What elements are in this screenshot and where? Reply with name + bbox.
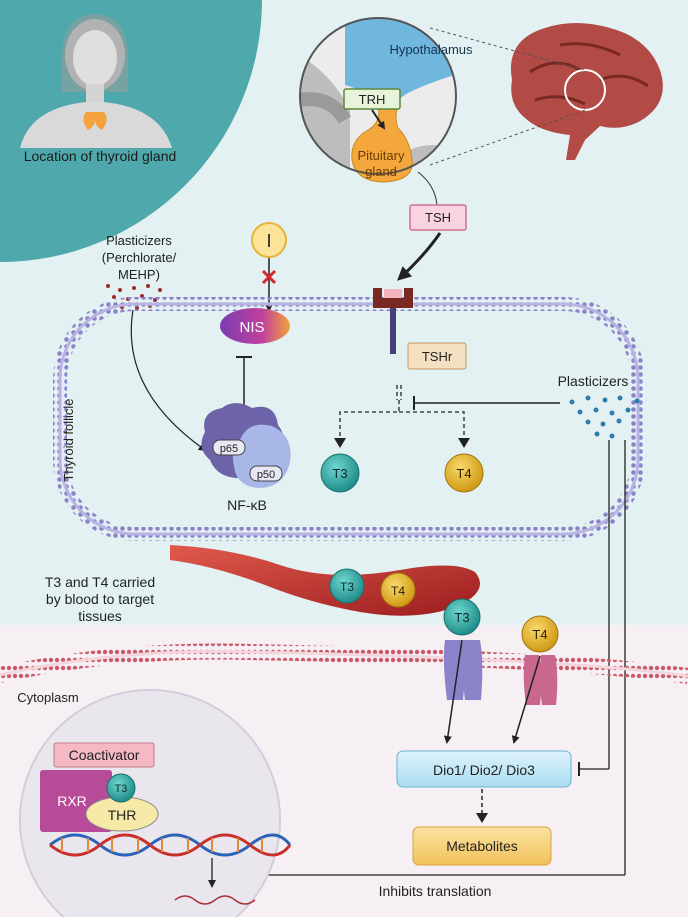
follicle-membrane-core [58, 302, 640, 536]
t4-label-follicle: T4 [456, 466, 471, 481]
trh-arrow [371, 109, 386, 130]
block-x-icon [261, 269, 277, 285]
tshr-signal-split [339, 385, 465, 445]
t3-to-dio-arrow [443, 639, 463, 744]
nis-label: NIS [239, 319, 264, 336]
t3-label-blood: T3 [340, 580, 354, 594]
arrowhead-t3 [334, 438, 346, 448]
carried-label-line3: tissues [78, 608, 122, 624]
hypothalamus-label: Hypothalamus [389, 42, 473, 57]
trh-label: TRH [359, 92, 386, 107]
arrowhead-metabolites [476, 813, 488, 823]
nfkb-complex [201, 403, 291, 488]
iodide-label: I [266, 231, 271, 251]
tshr-box [407, 342, 467, 370]
plasticizers-top-line2: (Perchlorate/ [102, 250, 177, 265]
coactivator-label: Coactivator [69, 747, 140, 763]
tsh-receptor-icon [373, 288, 413, 354]
thyroid-follicle-label: Thyroid follicle [61, 398, 76, 481]
nfkb-label: NF-κB [227, 497, 267, 513]
t4-hormone-follicle [444, 453, 484, 493]
t4-label-blood: T4 [391, 584, 405, 598]
nis-transporter [220, 308, 290, 344]
p65-subunit [212, 439, 246, 456]
rxr-label: RXR [57, 793, 87, 809]
dna-icon [49, 833, 292, 857]
p50-label: p50 [257, 469, 275, 481]
t3-hormone-cell [443, 598, 481, 636]
dio-label: Dio1/ Dio2/ Dio3 [433, 762, 535, 778]
tsh-box [409, 204, 467, 231]
cytoplasm-label: Cytoplasm [17, 690, 78, 705]
location-label: Location of thyroid gland [24, 148, 177, 164]
p50-subunit [249, 465, 283, 482]
pituitary-label-line1: Pituitary [358, 148, 405, 163]
tsh-connector [417, 171, 438, 206]
metabolites-box [412, 826, 552, 866]
t3-hormone-nucleus [106, 773, 136, 803]
iodide-icon [251, 222, 287, 258]
pituitary-label-line2: gland [365, 164, 397, 179]
t4-hormone-blood [380, 572, 416, 608]
mrna-strand [174, 895, 256, 905]
thyroid-gland-icon [83, 112, 107, 130]
plasticizer-particles-right [569, 395, 640, 439]
t4-hormone-cell [521, 615, 559, 653]
t4-label-cell: T4 [532, 627, 547, 642]
t3-label-follicle: T3 [332, 466, 347, 481]
person-icon [20, 14, 172, 148]
trh-box [343, 88, 401, 110]
plasticizers-top-line3: MEHP) [118, 267, 160, 282]
t3-transporter [443, 640, 483, 700]
t4-transporter [523, 655, 558, 705]
inhibits-translation-label: Inhibits translation [379, 883, 492, 899]
carried-label-line1: T3 and T4 carried [45, 574, 155, 590]
cell-membrane-core [0, 649, 688, 678]
carried-label-line2: by blood to target [46, 591, 154, 607]
zoom-line-top [429, 27, 586, 71]
tsh-label: TSH [425, 210, 451, 225]
t3-label-cell: T3 [454, 610, 469, 625]
p65-label: p65 [220, 443, 238, 455]
arrowhead-t4 [458, 438, 470, 448]
tsh-arrow [397, 232, 442, 281]
dio-box [396, 750, 572, 788]
t4-to-dio-arrow [511, 655, 541, 744]
thr-label: THR [108, 807, 137, 823]
plasticizers-top-line1: Plasticizers [106, 233, 172, 248]
t3-hormone-blood [329, 568, 365, 604]
plasticizers-right-label: Plasticizers [558, 373, 629, 389]
plasticizer-to-nfkb-arrow [130, 309, 207, 452]
t3-label-nucleus: T3 [115, 783, 128, 795]
tshr-label: TSHr [422, 349, 453, 364]
metabolites-label: Metabolites [446, 838, 518, 854]
coactivator-box [53, 742, 155, 768]
t3-hormone-follicle [320, 453, 360, 493]
